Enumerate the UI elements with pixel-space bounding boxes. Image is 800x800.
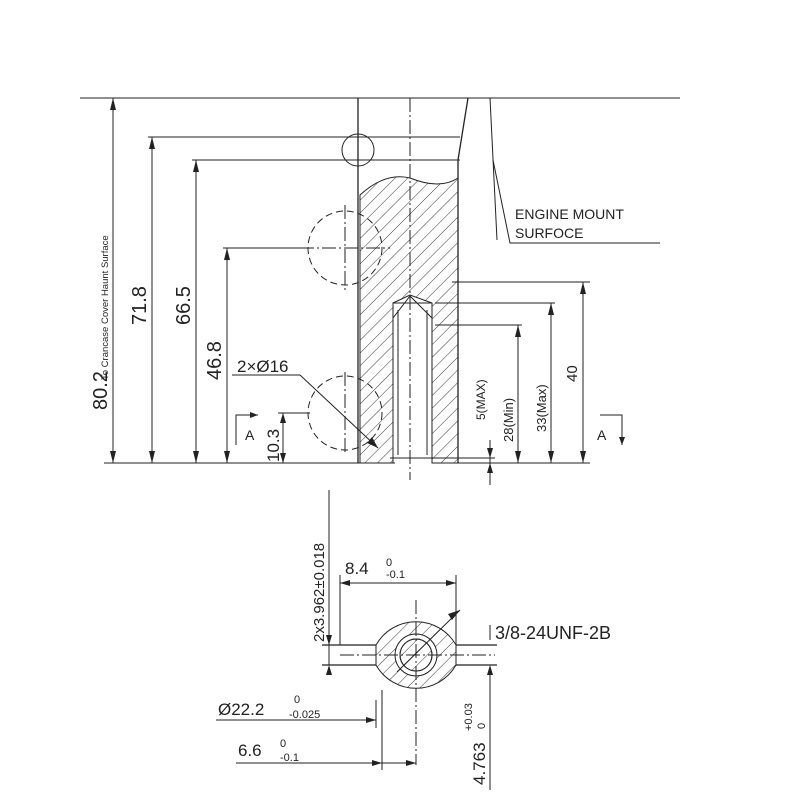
mount-label-line1: ENGINE MOUNT [515,206,624,222]
dim-8-4-tol-dn: -0.1 [386,569,405,581]
dim-80-2: 80.2 [90,371,112,410]
section-label-right: A [597,427,607,443]
thread-leader [396,609,461,673]
dim-6-6-tol-dn: -0.1 [280,752,299,764]
section-marker-right [600,414,623,445]
dim-4-763-tol-up: +0.03 [463,703,475,731]
holes-label: 2×Ø16 [237,357,289,376]
dim-4-763: 4.763 [470,742,489,785]
side-note: To Crancase Cover Haunt Surface [100,235,111,380]
dim-22-2-tol-dn: -0.025 [289,709,320,721]
dim-8-4-tol-up: 0 [386,557,392,569]
dim-66-5: 66.5 [173,286,195,325]
dim-8-4: 8.4 [345,559,369,578]
dim-40: 40 [564,365,581,382]
mount-leader [492,159,660,244]
section-label-left: A [245,427,255,443]
flange-edge [489,97,498,241]
top-hole-circle [341,133,375,167]
dim-28: 28(Min) [501,398,516,442]
dim-22-2-tol-up: 0 [294,694,300,706]
dim-4-763-tol-dn: 0 [476,723,488,729]
side-view: 80.2 To Crancase Cover Haunt Surface 71.… [80,97,680,485]
dim-5: 5(MAX) [474,379,488,420]
dim-6-6: 6.6 [238,741,262,760]
dim-46-8: 46.8 [204,341,226,380]
shaft-right-edge-upper [457,97,469,161]
threaded-hole [392,302,433,459]
end-view: 2x3.962±0.018 8.4 0 -0.1 3/8-24UNF-2B Ø2… [216,490,611,790]
dim-33: 33(Max) [534,384,549,432]
dim-6-6-tol-up: 0 [280,738,286,750]
dim-key-width: 2x3.962±0.018 [311,543,328,642]
thread-label: 3/8-24UNF-2B [495,623,611,643]
dim-10-3: 10.3 [264,429,283,462]
mount-label-line2: SURFOCE [515,225,583,241]
dim-71-8: 71.8 [129,286,151,325]
holes-leader [299,374,379,449]
dim-22-2: Ø22.2 [218,700,264,719]
